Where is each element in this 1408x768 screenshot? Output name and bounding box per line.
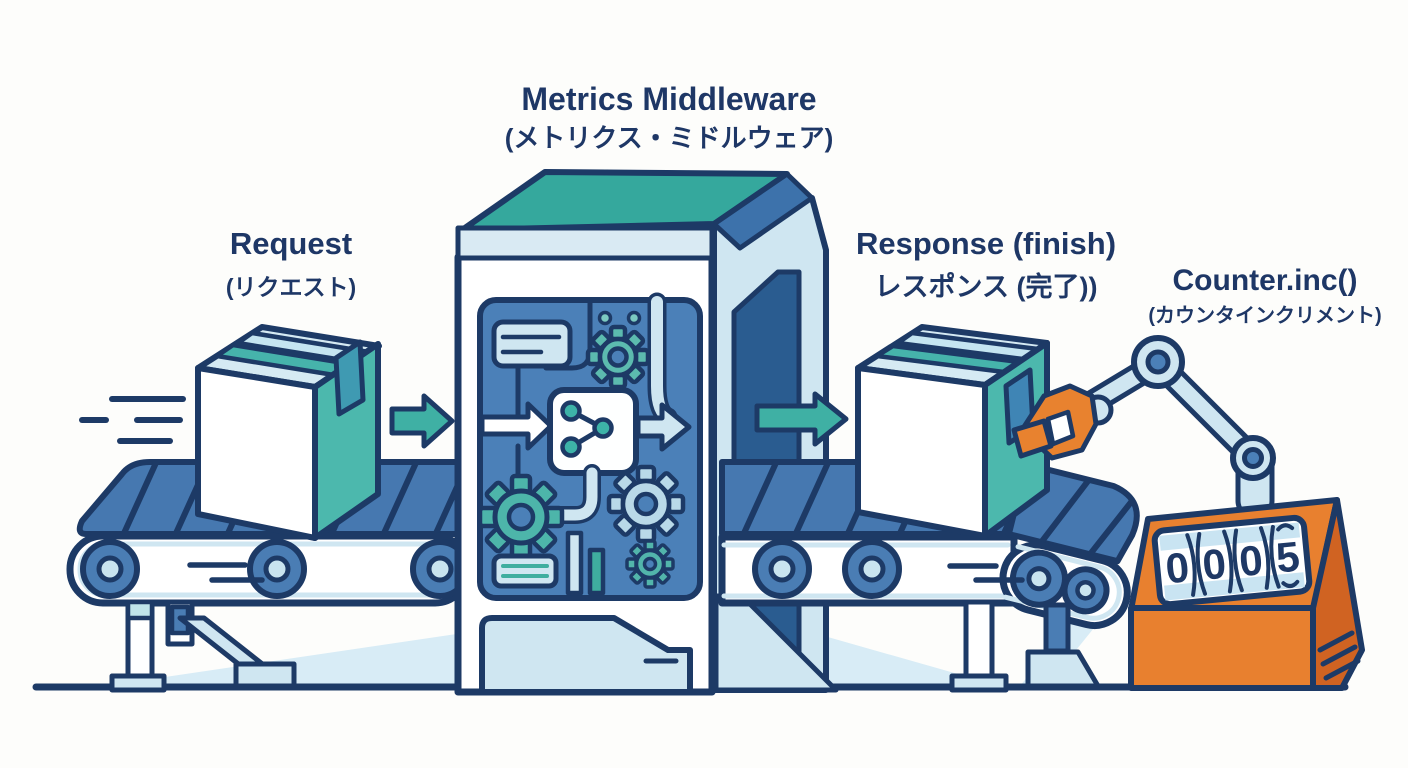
- panel-bar: [565, 530, 584, 596]
- arm-joint: [1230, 435, 1276, 481]
- counter-digit: 0: [1164, 543, 1192, 592]
- gear-icon: [480, 473, 562, 558]
- request-label: Request (リクエスト): [226, 226, 356, 300]
- counter-side: [1310, 497, 1365, 691]
- counter-digit: 0: [1237, 536, 1265, 585]
- response-label-en: Response (finish): [856, 226, 1116, 261]
- machine-tray: [479, 615, 693, 695]
- gear-icon: [625, 539, 675, 589]
- counter-digit: 0: [1200, 540, 1228, 589]
- panel-chip: [491, 553, 559, 589]
- panel-display: [491, 319, 573, 369]
- indicator-dot: [597, 310, 613, 326]
- conveyor-left-legs: [109, 599, 297, 693]
- counter-front: [1128, 605, 1316, 691]
- conveyor-roller: [410, 539, 470, 599]
- box-front: [195, 365, 318, 541]
- request-package-box: [195, 324, 382, 541]
- partial-digit: [1281, 579, 1300, 588]
- request-label-en: Request: [230, 226, 352, 261]
- machine-top-edge: [711, 171, 815, 251]
- counter-window: 0 0 0 5: [1151, 514, 1313, 608]
- belt-speed-lines: [187, 562, 265, 583]
- request-label-jp: (リクエスト): [226, 274, 356, 300]
- counter-vents: [1317, 630, 1361, 681]
- machine-top-band: [455, 225, 715, 261]
- flow-arrow-lightblue-icon: [635, 402, 692, 452]
- flow-arrow-in-icon: [389, 393, 455, 449]
- arm-joint: [1131, 335, 1185, 389]
- indicator-dot: [626, 310, 642, 326]
- speed-lines-request: [79, 396, 186, 444]
- title-jp: (メトリクス・ミドルウェア): [505, 123, 834, 153]
- counter-label: Counter.inc() (カウンタインクリメント): [1148, 264, 1381, 327]
- pipe-to-gear-fill: [546, 467, 598, 521]
- flow-arrow-out-icon: [754, 391, 849, 447]
- gear-icon: [588, 324, 648, 387]
- conveyor-roller: [80, 539, 140, 599]
- panel-bar: [587, 547, 606, 596]
- wheel-separators: [1185, 524, 1281, 597]
- robot-gripper-icon: [1011, 383, 1099, 461]
- title-en: Metrics Middleware: [521, 81, 816, 117]
- robot-arm: [1011, 335, 1276, 519]
- counter-digit: 5: [1274, 533, 1302, 582]
- belt-speed-lines: [947, 563, 1025, 583]
- response-label: Response (finish) レスポンス (完了)): [856, 226, 1116, 302]
- response-package-box: [855, 324, 1050, 539]
- tally-counter-icon: 0 0 0 5: [1128, 497, 1365, 691]
- box-front: [855, 365, 988, 539]
- conveyor-roller: [752, 539, 812, 599]
- conveyor-right-legs: [949, 599, 1101, 693]
- title-label: Metrics Middleware (メトリクス・ミドルウェア): [505, 81, 834, 153]
- flow-arrow-white-icon: [479, 401, 554, 451]
- partial-digit: [1276, 523, 1295, 532]
- box-side-flap: [333, 339, 366, 417]
- response-label-jp: レスポンス (完了)): [875, 271, 1098, 302]
- conveyor-roller: [842, 539, 902, 599]
- counter-label-en: Counter.inc(): [1173, 264, 1358, 297]
- counter-label-jp: (カウンタインクリメント): [1148, 304, 1381, 327]
- conveyor-roller: [247, 539, 307, 599]
- gear-icon: [609, 464, 683, 541]
- counter-reading: 0 0 0 5: [1164, 533, 1302, 593]
- share-icon: [560, 400, 614, 458]
